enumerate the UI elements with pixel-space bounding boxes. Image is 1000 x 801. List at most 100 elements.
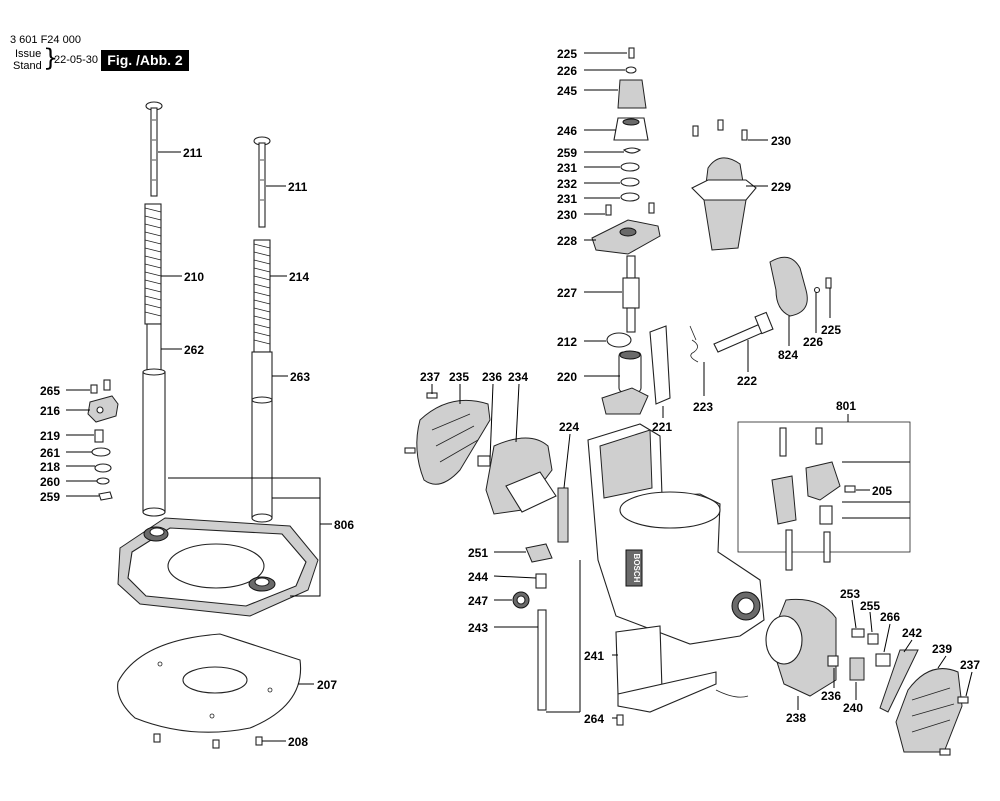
callout-259-left: 259 xyxy=(40,490,60,504)
screw-237-right-b xyxy=(939,748,951,756)
callout-labels: 211 211 210 214 262 263 265 216 219 261 … xyxy=(40,47,980,749)
callout-227: 227 xyxy=(557,286,577,300)
stand-label: Stand xyxy=(13,60,42,72)
rod-243 xyxy=(537,609,547,711)
screw-264 xyxy=(616,714,624,726)
callout-261: 261 xyxy=(40,446,60,460)
side-cover-235 xyxy=(404,392,491,485)
callout-235: 235 xyxy=(449,370,469,384)
part-240 xyxy=(849,657,865,681)
ring-261 xyxy=(91,447,111,457)
callout-243: 243 xyxy=(468,621,488,635)
nut-246 xyxy=(613,117,649,141)
side-cover-239 xyxy=(895,668,963,753)
rod-211-right xyxy=(258,142,266,228)
callout-237-left: 237 xyxy=(420,370,440,384)
screws-208 xyxy=(153,733,263,749)
callout-225-right: 225 xyxy=(821,323,841,337)
callout-214: 214 xyxy=(289,270,309,284)
tube-262-lower xyxy=(142,371,166,513)
screw-230-b xyxy=(648,202,655,214)
callout-231-a: 231 xyxy=(557,161,577,175)
callout-216: 216 xyxy=(40,404,60,418)
screw-222 xyxy=(713,311,774,353)
shaft-227-upper xyxy=(626,255,636,279)
part-244 xyxy=(535,573,547,589)
callout-208: 208 xyxy=(288,735,308,749)
callout-801: 801 xyxy=(836,399,856,413)
callout-228: 228 xyxy=(557,234,577,248)
document-number: 3 601 F24 000 xyxy=(10,34,81,46)
depth-stop-small-parts xyxy=(87,379,119,501)
callout-244: 244 xyxy=(468,570,488,584)
callout-222: 222 xyxy=(737,374,757,388)
callout-259-center: 259 xyxy=(557,146,577,160)
tube-263 xyxy=(251,351,273,519)
dust-extraction-234 xyxy=(485,437,557,515)
handle-top-229 xyxy=(691,119,757,251)
screw-225-right xyxy=(825,277,832,289)
callout-210: 210 xyxy=(184,270,204,284)
callout-264: 264 xyxy=(584,712,604,726)
callout-242: 242 xyxy=(902,626,922,640)
callout-232: 232 xyxy=(557,177,577,191)
callout-231-b: 231 xyxy=(557,192,577,206)
callout-225-top: 225 xyxy=(557,47,577,61)
strip-224 xyxy=(557,487,569,543)
plate-221 xyxy=(649,325,671,405)
figure-badge: Fig. /Abb. 2 xyxy=(101,50,189,71)
callout-251: 251 xyxy=(468,546,488,560)
handle-824 xyxy=(769,256,808,317)
part-236-right xyxy=(827,655,839,667)
callout-246: 246 xyxy=(557,124,577,138)
issue-label: Issue xyxy=(15,48,42,60)
motor-housing: BOSCH xyxy=(587,423,765,645)
screw-265-a xyxy=(90,384,98,394)
washer-226-top xyxy=(625,66,637,74)
screw-230-a xyxy=(605,204,612,216)
callout-221: 221 xyxy=(652,420,672,434)
rod-211-left xyxy=(150,107,158,197)
bracket-228 xyxy=(591,219,661,255)
guide-rods-group xyxy=(142,101,273,523)
document-header: 3 601 F24 000 Issue Stand } 22-05-30 Fig… xyxy=(0,0,300,80)
callout-205: 205 xyxy=(872,484,892,498)
spring-223 xyxy=(689,325,699,363)
spring-266 xyxy=(875,653,891,667)
shaft-227 xyxy=(622,277,640,309)
callout-238: 238 xyxy=(786,711,806,725)
height-adjust-stack xyxy=(591,47,661,333)
callout-239: 239 xyxy=(932,642,952,656)
callout-220: 220 xyxy=(557,370,577,384)
callout-211-left: 211 xyxy=(183,146,203,160)
callout-236-left: 236 xyxy=(482,370,502,384)
brace-icon: } xyxy=(43,44,59,72)
callout-241: 241 xyxy=(584,649,604,663)
callout-219: 219 xyxy=(40,429,60,443)
part-236-left xyxy=(477,455,491,467)
callout-229: 229 xyxy=(771,180,791,194)
tube-262-upper xyxy=(146,323,162,373)
callout-806: 806 xyxy=(334,518,354,532)
callout-226-right: 226 xyxy=(803,335,823,349)
router-base-806 xyxy=(117,517,319,617)
bosch-brand-plate xyxy=(625,549,643,587)
brand-mark: BOSCH xyxy=(632,554,641,583)
callout-211-right: 211 xyxy=(288,180,308,194)
part-253 xyxy=(851,628,865,638)
callout-260: 260 xyxy=(40,475,60,489)
clip-259-center xyxy=(622,147,642,154)
callout-265: 265 xyxy=(40,384,60,398)
washer-231-a xyxy=(620,162,640,172)
callout-223: 223 xyxy=(693,400,713,414)
callout-245: 245 xyxy=(557,84,577,98)
screw-237-right xyxy=(957,696,969,704)
knob-245 xyxy=(617,79,647,109)
bracket-220 xyxy=(601,350,649,415)
ring-218 xyxy=(94,463,112,473)
callout-224: 224 xyxy=(559,420,579,434)
part-255 xyxy=(867,633,879,645)
washer-226-right xyxy=(813,286,821,294)
side-housing-238 xyxy=(765,598,837,697)
